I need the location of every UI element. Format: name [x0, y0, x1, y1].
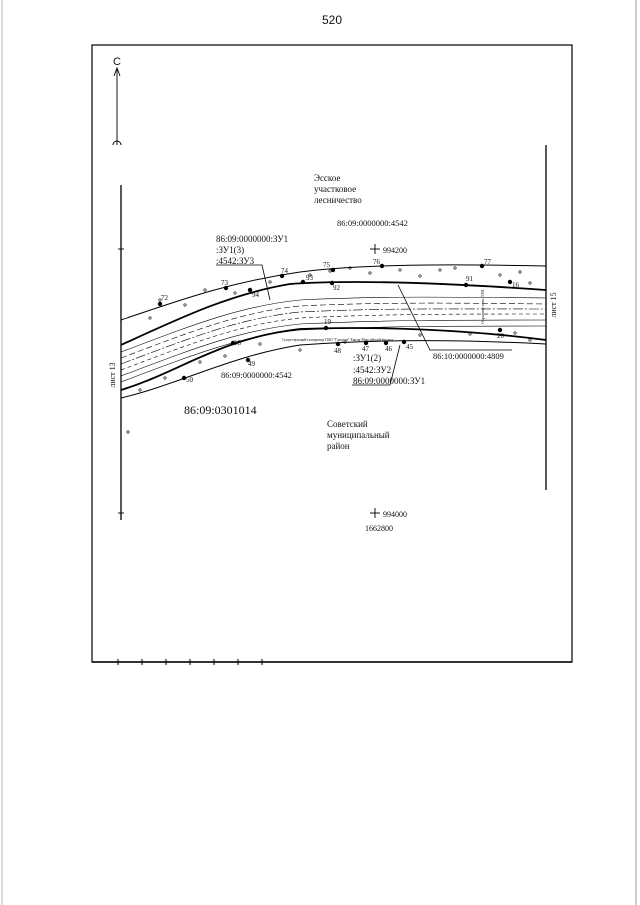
label-zu1-3: :ЗУ1(3) [216, 245, 244, 255]
page-number: 520 [322, 13, 342, 27]
parcel-label-top: 86:09:0000000:4542 [337, 218, 408, 228]
corridor-dash-3 [120, 313, 547, 371]
grid-label-top: 994200 [383, 246, 407, 255]
scale-ticks [117, 659, 263, 665]
grid-label-bottom: 994000 [383, 510, 407, 519]
point-label: 75 [323, 261, 331, 269]
point-label: 93 [306, 274, 314, 282]
point-label: 20 [497, 332, 505, 340]
point-label: 76 [373, 258, 381, 266]
label-4542-zu2: :4542:ЗУ2 [353, 365, 391, 375]
point-label: 47 [362, 345, 370, 353]
point-label: 16 [512, 281, 520, 289]
point-label: 19 [324, 318, 332, 326]
pipe-note: Существующий газопровод ПАО "Газпром" Ха… [282, 338, 393, 342]
label-zu1-2: :ЗУ1(2) [353, 353, 381, 363]
label-4809: 86:10:0000000:4809 [433, 351, 504, 361]
svg-text:Эсское: Эсское [314, 173, 340, 183]
point-label: 74 [281, 267, 289, 275]
leader-lines [216, 264, 512, 386]
north-label: С [113, 56, 121, 68]
label-zu1-a: 86:09:0000000:ЗУ1 [216, 234, 288, 244]
point-label: 94 [252, 291, 260, 299]
outer-boundary-bottom [120, 340, 547, 399]
svg-text:Советский: Советский [327, 419, 368, 429]
point-label: 73 [221, 279, 229, 287]
label-zu1-b: 86:09:0000000:ЗУ1 [353, 376, 425, 386]
point-label: 91 [466, 275, 474, 283]
svg-text:лесничество: лесничество [314, 195, 362, 205]
svg-text:район: район [327, 441, 350, 451]
district-label: Советский муниципальный район [327, 419, 390, 451]
quarter-label: 86:09:0301014 [184, 403, 257, 417]
parcel-boundary-top [120, 281, 547, 346]
point-label: 46 [385, 345, 393, 353]
point-label: 50 [186, 376, 194, 384]
corridor-line-1 [120, 296, 547, 353]
parcel-label-bottom: 86:09:0000000:4542 [221, 370, 292, 380]
point-label: 49 [248, 360, 256, 368]
outer-boundary-top [120, 264, 547, 321]
corridor-dash-2 [120, 308, 547, 365]
point-label: 72 [161, 294, 169, 302]
corridor-lines [120, 264, 547, 399]
road-note: Охранная зона ЛЭП [480, 290, 485, 324]
corridor-line-2 [120, 319, 547, 377]
forestry-label: Эсское участковое лесничество [314, 173, 362, 205]
point-label: 18 [234, 339, 242, 347]
survey-dots [126, 266, 532, 434]
svg-text:участковое: участковое [314, 184, 356, 194]
point-number-labels: 72 73 74 75 76 77 93 94 92 91 18 50 49 4… [161, 258, 520, 384]
point-label: 92 [333, 284, 341, 292]
corridor-dash-1 [120, 302, 547, 359]
point-label: 45 [406, 343, 414, 351]
boundary-points [157, 263, 513, 381]
north-arrow-icon [112, 66, 122, 146]
parcel-boundary-bottom [120, 327, 547, 391]
label-4542-zu3: :4542:ЗУ3 [216, 256, 255, 266]
sheet-left-label: лист 13 [108, 362, 117, 387]
grid-label-easting: 1662800 [365, 524, 393, 533]
svg-text:муниципальный: муниципальный [327, 430, 390, 440]
point-label: 77 [484, 258, 492, 266]
point-label: 48 [334, 347, 342, 355]
sheet-right-label: лист 15 [549, 292, 558, 317]
corridor-line-3 [120, 325, 547, 383]
grid-cross-icon [118, 244, 380, 518]
